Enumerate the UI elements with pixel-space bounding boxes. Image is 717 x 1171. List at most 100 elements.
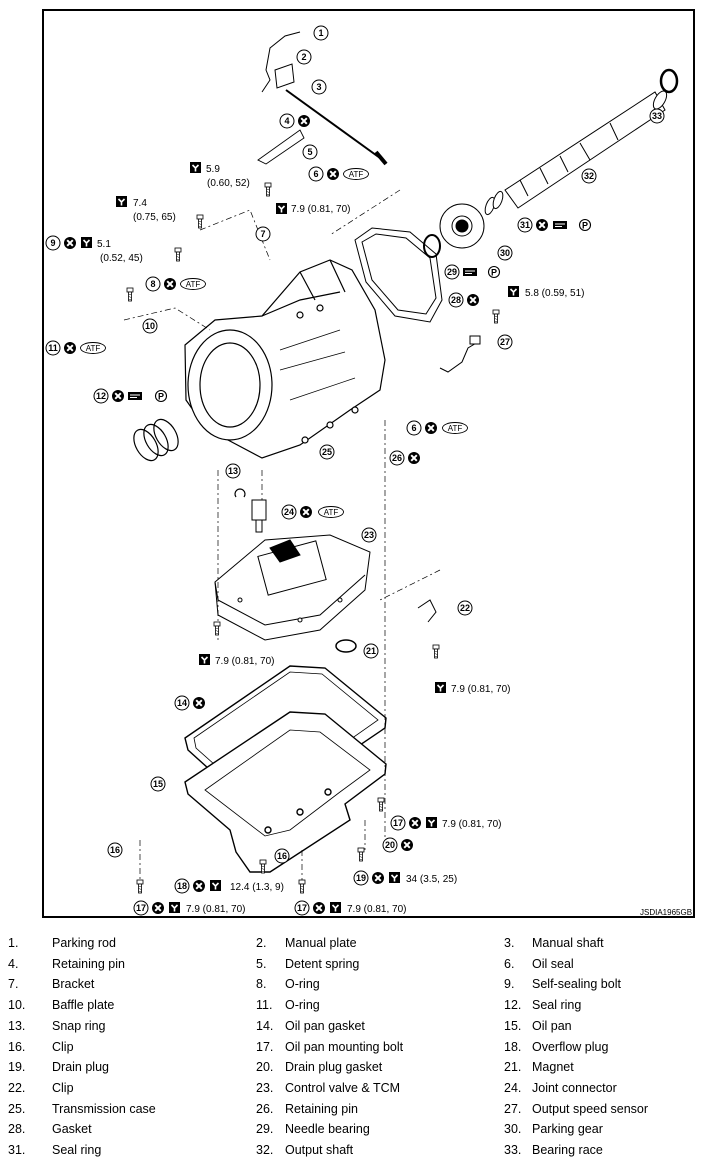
callout-28: 28 (448, 292, 464, 308)
callout-29: 29 (444, 264, 460, 280)
legend-part-name: Retaining pin (285, 1101, 358, 1116)
callout-5: 5 (302, 144, 318, 160)
callout-2: 2 (296, 49, 312, 65)
torque-label: 7.9 (0.81, 70) (186, 904, 245, 915)
callout-30: 30 (497, 245, 513, 261)
torque-label: (0.75, 65) (133, 212, 176, 223)
petroleum-jelly-icon (462, 267, 478, 277)
svg-text:2: 2 (301, 52, 306, 62)
torque-wrench-icon (329, 901, 342, 914)
torque-label: (0.60, 52) (207, 178, 250, 189)
legend-part-name: Control valve & TCM (285, 1080, 401, 1095)
leader-lines (123, 189, 441, 880)
legend-part-name: Transmission case (52, 1101, 156, 1116)
do-not-reuse-icon (297, 114, 311, 128)
torque-label: 5.8 (0.59, 51) (525, 288, 584, 299)
detent-spring (257, 129, 305, 165)
callout-14: 14 (174, 695, 190, 711)
svg-text:17: 17 (136, 903, 146, 913)
legend-part-name: O-ring (285, 998, 320, 1013)
callout-9: 9 (45, 235, 61, 251)
legend-number: 15. (504, 1018, 522, 1033)
torque-label: 5.9 (206, 164, 220, 175)
legend-number: 26. (256, 1101, 274, 1116)
do-not-reuse-icon (371, 871, 385, 885)
legend-number: 23. (256, 1080, 274, 1095)
do-not-reuse-icon (535, 218, 549, 232)
callout-32: 32 (581, 168, 597, 184)
torque-wrench-icon (434, 681, 447, 694)
legend-number: 8. (256, 977, 267, 992)
torque-wrench-icon (115, 195, 128, 208)
callout-8: 8 (145, 276, 161, 292)
legend-part-name: Manual plate (285, 936, 357, 950)
legend-number: 29. (256, 1122, 274, 1137)
diagram-frame (42, 9, 695, 918)
callout-20: 20 (382, 837, 398, 853)
legend-part-name: Oil pan (532, 1018, 572, 1033)
atf-icon (442, 422, 468, 434)
svg-text:26: 26 (392, 453, 402, 463)
petroleum-jelly-icon (552, 220, 568, 230)
legend-number: 22. (8, 1080, 26, 1095)
joint-connector (251, 499, 267, 533)
svg-text:11: 11 (48, 343, 58, 353)
svg-text:29: 29 (447, 267, 457, 277)
callout-18: 18 (174, 878, 190, 894)
legend-number: 28. (8, 1122, 26, 1137)
callout-25: 25 (319, 444, 335, 460)
svg-text:19: 19 (356, 873, 366, 883)
legend-number: 6. (504, 956, 515, 971)
torque-label: (0.52, 45) (100, 253, 143, 264)
svg-text:25: 25 (322, 447, 332, 457)
legend-part-name: Parking rod (52, 936, 116, 950)
legend-part-name: Drain plug (52, 1060, 109, 1075)
grease-p-icon (578, 218, 592, 232)
do-not-reuse-icon (192, 696, 206, 710)
svg-text:4: 4 (284, 116, 289, 126)
legend-part-name: Seal ring (532, 998, 582, 1013)
gasket-28 (354, 227, 443, 323)
callout-17a: 17 (390, 815, 406, 831)
legend-number: 2. (256, 936, 267, 950)
legend-number: 21. (504, 1060, 522, 1075)
legend-part-name: Drain plug gasket (285, 1060, 383, 1075)
callout-17b: 17 (133, 900, 149, 916)
legend-number: 18. (504, 1039, 522, 1054)
svg-text:14: 14 (177, 698, 187, 708)
svg-text:24: 24 (284, 507, 294, 517)
grease-p-icon (154, 389, 168, 403)
transmission-case (184, 259, 386, 459)
torque-wrench-icon (189, 161, 202, 174)
do-not-reuse-icon (312, 901, 326, 915)
svg-text:9: 9 (50, 238, 55, 248)
callout-1: 1 (313, 25, 329, 41)
callout-33: 33 (649, 108, 665, 124)
legend-number: 25. (8, 1101, 26, 1116)
legend-part-name: Snap ring (52, 1018, 106, 1033)
callout-27: 27 (497, 334, 513, 350)
legend-part-name: Oil pan mounting bolt (285, 1039, 404, 1054)
svg-text:17: 17 (297, 903, 307, 913)
torque-label: 5.1 (97, 239, 111, 250)
do-not-reuse-icon (400, 838, 414, 852)
callout-24: 24 (281, 504, 297, 520)
callout-12: 12 (93, 388, 109, 404)
do-not-reuse-icon (408, 816, 422, 830)
callout-15: 15 (150, 776, 166, 792)
do-not-reuse-icon (192, 879, 206, 893)
legend-part-name: Bearing race (532, 1143, 603, 1157)
do-not-reuse-icon (163, 277, 177, 291)
torque-label: 12.4 (1.3, 9) (230, 882, 284, 893)
clip-22 (417, 599, 437, 623)
callout-16b: 16 (274, 848, 290, 864)
callout-10: 10 (142, 318, 158, 334)
svg-text:15: 15 (153, 779, 163, 789)
svg-text:16: 16 (277, 851, 287, 861)
callout-26: 26 (389, 450, 405, 466)
legend-number: 31. (8, 1143, 26, 1157)
svg-text:6: 6 (411, 423, 416, 433)
torque-wrench-icon (507, 285, 520, 298)
torque-wrench-icon (168, 901, 181, 914)
legend-part-name: Seal ring (52, 1143, 102, 1157)
